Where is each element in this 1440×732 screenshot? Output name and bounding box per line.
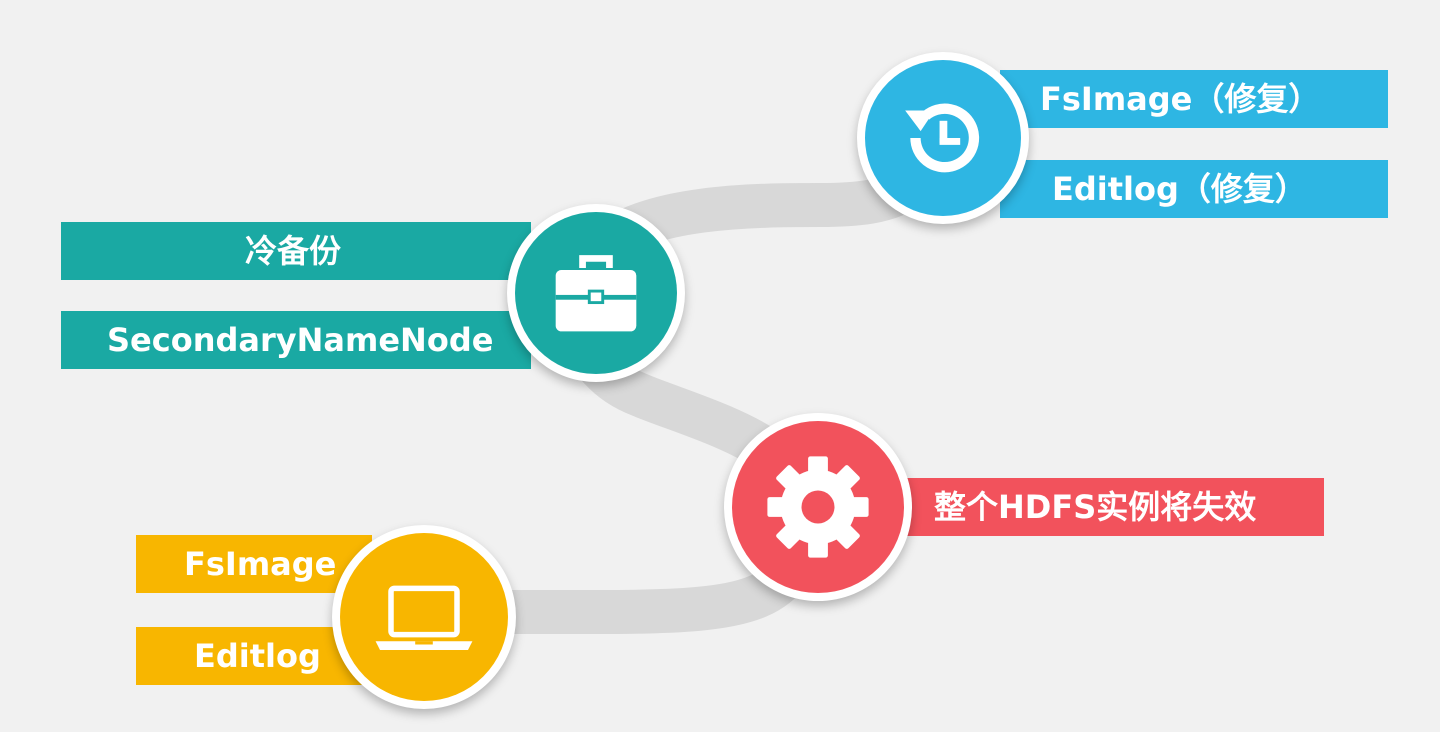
briefcase-icon — [555, 255, 637, 332]
repair-fsimage-label: FsImage（修复） — [1000, 70, 1388, 128]
laptop-icon — [375, 585, 473, 650]
repair-circle — [857, 52, 1029, 224]
cold-backup-label: 冷备份 — [61, 222, 531, 280]
secondary-namenode-label: SecondaryNameNode — [61, 311, 531, 369]
failure-circle — [724, 413, 912, 601]
namenode-circle — [332, 525, 516, 709]
editlog-label: Editlog — [136, 627, 372, 685]
repair-editlog-label: Editlog（修复） — [1000, 160, 1388, 218]
fsimage-label: FsImage — [136, 535, 372, 593]
cold-backup-circle — [507, 204, 685, 382]
failure-label: 整个HDFS实例将失效 — [890, 478, 1324, 536]
history-restore-icon — [905, 103, 980, 173]
gear-icon — [767, 456, 869, 558]
